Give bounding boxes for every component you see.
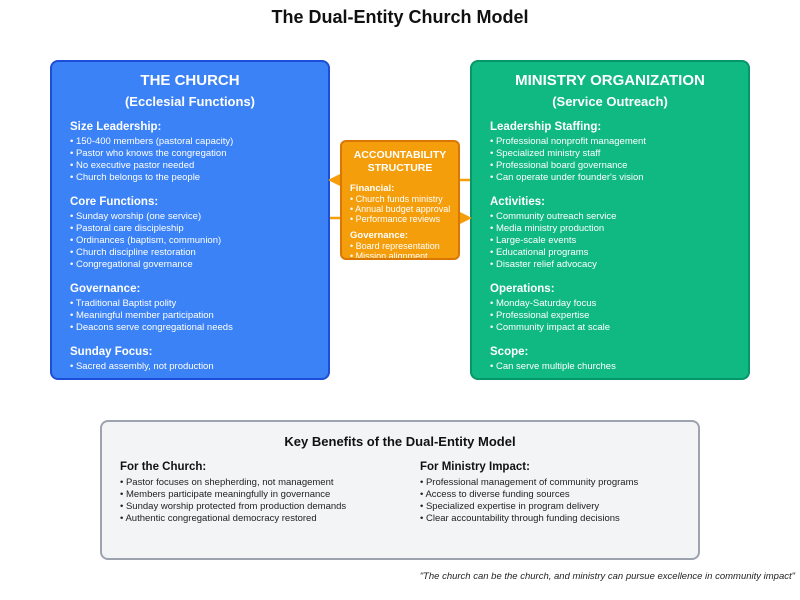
benefits-title: Key Benefits of the Dual-Entity Model <box>284 434 516 449</box>
church-panel: THE CHURCH (Ecclesial Functions) Size Le… <box>50 60 330 380</box>
accountability-title: ACCOUNTABILITY STRUCTURE <box>342 149 458 175</box>
church-subtitle: (Ecclesial Functions) <box>124 94 256 109</box>
list-item: Large-scale events <box>490 235 740 247</box>
list-item: Traditional Baptist polity <box>70 298 320 310</box>
section-heading: Core Functions: <box>70 196 159 208</box>
list-item: Sunday worship protected from production… <box>120 501 346 513</box>
benefits-box: Key Benefits of the Dual-Entity Model Fo… <box>100 420 700 560</box>
list-item: Authentic congregational democracy resto… <box>120 513 346 525</box>
list-item: Professional nonprofit management <box>490 136 740 148</box>
list-item: Deacons serve congregational needs <box>70 322 320 334</box>
diagram-title: The Dual-Entity Church Model <box>271 7 529 27</box>
ministry-section-activities: Activities: Community outreach service M… <box>490 195 740 271</box>
list-item: Pastor focuses on shepherding, not manag… <box>120 477 346 489</box>
list-item: Sacred assembly, not production <box>70 361 320 373</box>
list-item: No executive pastor needed <box>70 160 320 172</box>
section-heading: For the Church: <box>120 461 207 473</box>
list-item: Specialized ministry staff <box>490 148 740 160</box>
list-item: Church funds ministry <box>350 194 458 204</box>
accountability-section-financial: Financial: Church funds ministry Annual … <box>350 183 458 224</box>
accountability-title-line1: ACCOUNTABILITY <box>353 149 447 161</box>
ministry-section-operations: Operations: Monday-Saturday focus Profes… <box>490 282 740 334</box>
list-item: Ordinances (baptism, communion) <box>70 235 320 247</box>
list-item: Sunday worship (one service) <box>70 211 320 223</box>
section-heading: Sunday Focus: <box>70 346 153 358</box>
list-item: Board representation <box>350 241 458 251</box>
section-heading: Financial: <box>350 183 395 194</box>
church-section-size-leadership: Size Leadership: 150-400 members (pastor… <box>70 120 320 184</box>
list-item: Media ministry production <box>490 223 740 235</box>
church-section-governance: Governance: Traditional Baptist polity M… <box>70 282 320 334</box>
ministry-title: MINISTRY ORGANIZATION <box>515 72 705 89</box>
list-item: Professional expertise <box>490 310 740 322</box>
list-item: Community impact at scale <box>490 322 740 334</box>
church-section-sunday-focus: Sunday Focus: Sacred assembly, not produ… <box>70 345 320 373</box>
list-item: Specialized expertise in program deliver… <box>420 501 638 513</box>
list-item: Professional management of community pro… <box>420 477 638 489</box>
list-item: Professional board governance <box>490 160 740 172</box>
list-item: Pastor who knows the congregation <box>70 148 320 160</box>
section-heading: Activities: <box>490 196 545 208</box>
accountability-box: ACCOUNTABILITY STRUCTURE Financial: Chur… <box>340 140 460 260</box>
list-item: Church belongs to the people <box>70 172 320 184</box>
footer-quote: "The church can be the church, and minis… <box>419 571 795 582</box>
list-item: Disaster relief advocacy <box>490 259 740 271</box>
benefits-ministry-column: For Ministry Impact: Professional manage… <box>420 460 638 525</box>
list-item: Can operate under founder's vision <box>490 172 740 184</box>
list-item: 150-400 members (pastoral capacity) <box>70 136 320 148</box>
church-title: THE CHURCH <box>140 72 240 89</box>
accountability-section-governance: Governance: Board representation Mission… <box>350 230 458 258</box>
list-item: Educational programs <box>490 247 740 259</box>
ministry-panel: MINISTRY ORGANIZATION (Service Outreach)… <box>470 60 750 380</box>
list-item: Church discipline restoration <box>70 247 320 259</box>
section-heading: Scope: <box>490 346 529 358</box>
section-heading: Governance: <box>70 283 141 295</box>
ministry-section-scope: Scope: Can serve multiple churches <box>490 345 740 373</box>
list-item: Congregational governance <box>70 259 320 271</box>
section-heading: Governance: <box>350 230 409 241</box>
benefits-church-column: For the Church: Pastor focuses on shephe… <box>120 460 346 525</box>
section-heading: For Ministry Impact: <box>420 461 530 473</box>
list-item: Access to diverse funding sources <box>420 489 638 501</box>
section-heading: Leadership Staffing: <box>490 121 602 133</box>
list-item: Can serve multiple churches <box>490 361 740 373</box>
list-item: Members participate meaningfully in gove… <box>120 489 346 501</box>
list-item: Mission alignment <box>350 251 458 258</box>
church-section-core-functions: Core Functions: Sunday worship (one serv… <box>70 195 320 271</box>
list-item: Annual budget approval <box>350 204 458 214</box>
list-item: Clear accountability through funding dec… <box>420 513 638 525</box>
list-item: Performance reviews <box>350 214 458 224</box>
list-item: Monday-Saturday focus <box>490 298 740 310</box>
list-item: Meaningful member participation <box>70 310 320 322</box>
list-item: Pastoral care discipleship <box>70 223 320 235</box>
ministry-section-leadership-staffing: Leadership Staffing: Professional nonpro… <box>490 120 740 184</box>
accountability-title-line2: STRUCTURE <box>367 162 433 174</box>
ministry-subtitle: (Service Outreach) <box>552 94 668 109</box>
section-heading: Operations: <box>490 283 555 295</box>
list-item: Community outreach service <box>490 211 740 223</box>
section-heading: Size Leadership: <box>70 121 162 133</box>
